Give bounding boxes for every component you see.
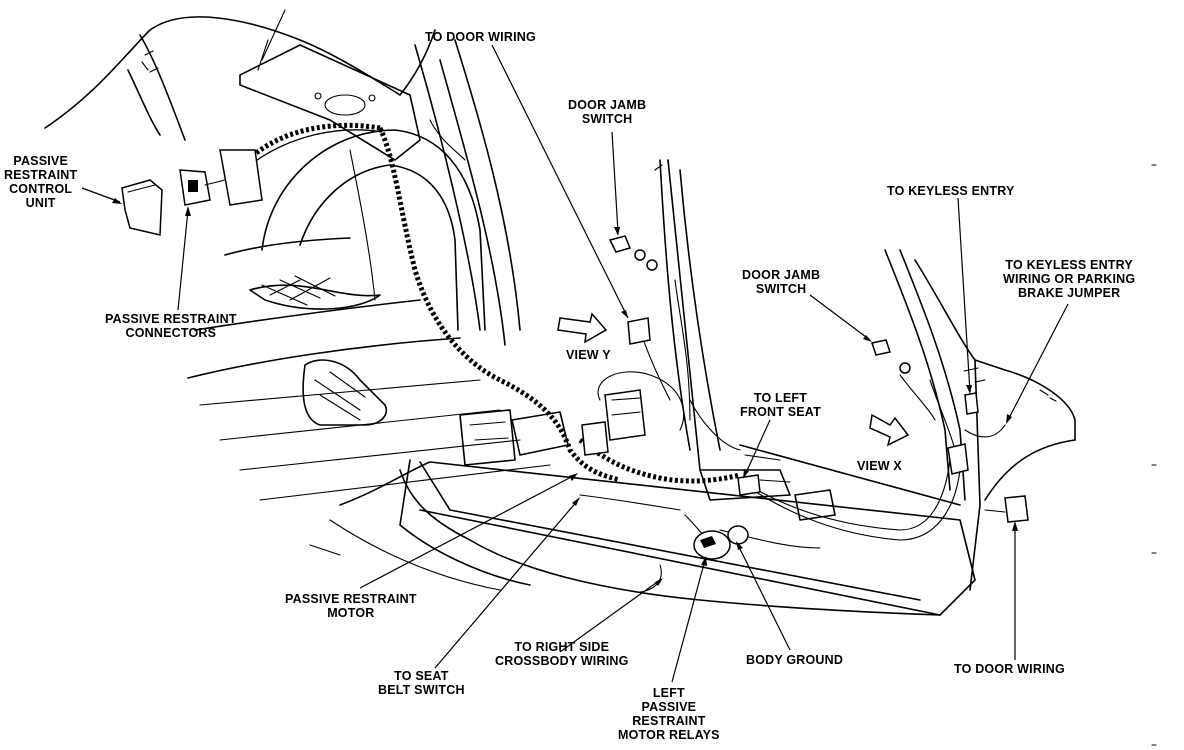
left-front-seat-connector: [737, 474, 761, 496]
connector-view-y: [627, 317, 651, 345]
label-line: CONTROL: [9, 182, 73, 196]
label-line: PASSIVE: [13, 154, 68, 168]
label-door-jamb-switch-2: DOOR JAMB SWITCH: [742, 268, 820, 296]
label-line: TO LEFT: [753, 391, 808, 405]
passive-restraint-motor-relays-component: [693, 525, 749, 560]
label-line: TO KEYLESS ENTRY: [1005, 258, 1133, 272]
connector-block-center: [581, 389, 646, 456]
label-line: DOOR JAMB: [742, 268, 821, 282]
label-line: BELT SWITCH: [378, 683, 465, 697]
label-line: SWITCH: [581, 112, 633, 126]
label-to-door-wiring-bottom: TO DOOR WIRING: [954, 662, 1065, 676]
wiring-harness: [246, 122, 1006, 593]
label-line: RESTRAINT: [4, 168, 78, 182]
label-line: PASSIVE: [641, 700, 697, 714]
label-line: PASSIVE RESTRAINT: [285, 592, 417, 606]
leader-lines: [81, 44, 1069, 683]
label-line: LEFT: [652, 686, 685, 700]
passive-restraint-connectors-component: [179, 149, 263, 206]
label-to-right-side-crossbody-wiring: TO RIGHT SIDE CROSSBODY WIRING: [495, 640, 629, 668]
label-line: TO SEAT: [394, 669, 449, 683]
label-passive-restraint-connectors: PASSIVE RESTRAINT CONNECTORS: [105, 312, 237, 340]
label-left-passive-restraint-motor-relays: LEFT PASSIVE RESTRAINT MOTOR RELAYS: [618, 686, 720, 742]
vehicle-body-drawing: [44, 9, 1157, 746]
label-view-y: VIEW Y: [566, 348, 611, 362]
label-passive-restraint-control-unit: PASSIVE RESTRAINT CONTROL UNIT: [4, 154, 77, 210]
label-line: CONNECTORS: [125, 326, 217, 340]
label-line: CROSSBODY WIRING: [495, 654, 629, 668]
label-to-seat-belt-switch: TO SEAT BELT SWITCH: [378, 669, 465, 697]
label-to-keyless-entry-wiring: TO KEYLESS ENTRY WIRING OR PARKING BRAKE…: [1003, 258, 1135, 300]
label-view-x: VIEW X: [857, 459, 902, 473]
label-line: MOTOR: [327, 606, 375, 620]
view-x-arrow: [869, 413, 910, 447]
label-door-jamb-switch-1: DOOR JAMB SWITCH: [568, 98, 646, 126]
label-to-door-wiring-top: TO DOOR WIRING: [425, 30, 536, 44]
label-line: RESTRAINT: [632, 714, 706, 728]
label-passive-restraint-motor: PASSIVE RESTRAINT MOTOR: [285, 592, 417, 620]
label-line: TO RIGHT SIDE: [514, 640, 610, 654]
label-line: UNIT: [25, 196, 56, 210]
label-line: MOTOR RELAYS: [618, 728, 720, 742]
passive-restraint-control-unit: [121, 179, 163, 236]
label-body-ground: BODY GROUND: [746, 653, 844, 667]
view-y-arrow: [557, 312, 608, 344]
label-to-keyless-entry: TO KEYLESS ENTRY: [887, 184, 1015, 198]
label-line: BRAKE JUMPER: [1017, 286, 1121, 300]
label-line: FRONT SEAT: [740, 405, 821, 419]
label-to-left-front-seat: TO LEFT FRONT SEAT: [740, 391, 821, 419]
keyless-entry-connector: [947, 392, 1029, 523]
label-line: SWITCH: [755, 282, 807, 296]
label-line: DOOR JAMB: [568, 98, 647, 112]
door-jamb-switch-left: [608, 235, 658, 271]
door-jamb-switch-right: [871, 339, 911, 374]
label-line: PASSIVE RESTRAINT: [105, 312, 237, 326]
label-line: WIRING OR PARKING: [1003, 272, 1136, 286]
